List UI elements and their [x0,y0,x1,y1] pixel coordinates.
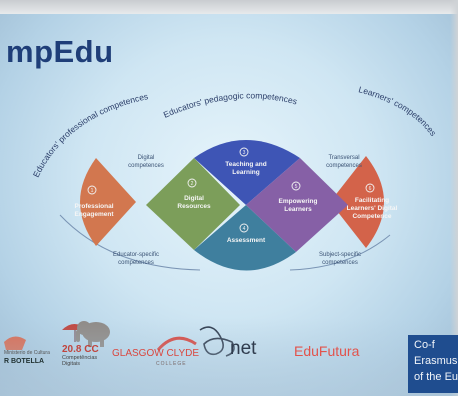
logo-2-mid: Competências [62,355,98,361]
area-teaching-learning [194,140,300,205]
net-logo-text: net [230,338,257,359]
area-label-3-line-2: Learning [232,169,259,176]
area-number-badge-1 [87,185,97,195]
eu-line-2: Erasmus [414,355,458,367]
logo-1-line-2: R BOTELLA [4,358,45,365]
edufutura-logo: EduFutura [294,343,360,359]
eu-cofunded-box: Co-f Erasmus of the Eu [408,335,458,393]
note-digital-competences-line-2: competences [128,163,164,169]
eu-line-1: Co-f [414,339,435,351]
note-subject-specific-line-1: Subject-specific [319,252,361,258]
logo-2-bot: Digitais [62,361,81,367]
area-number-badge-5 [291,181,301,191]
area-label-6-line-1: Facilitating [355,197,389,204]
area-empowering-learners [246,158,348,252]
note-digital-competences-line-1: Digital [138,155,155,161]
area-facilitating-learners [330,156,384,248]
logo-2-top: 20.8 CC [62,344,99,355]
area-number-badge-6 [365,183,375,193]
note-subject-specific-line-2: competences [322,260,358,266]
logo-strip [0,318,458,396]
area-label-2-line-2: Resources [177,203,211,210]
arc-line-bottom-right [289,234,391,271]
glasgow-logo-text: GLASGOW CLYDE [112,348,200,359]
slide-title: mpEdu [6,34,114,69]
area-label-5-line-1: Empowering [278,198,317,205]
arc-label-learners: Learners' competences [358,84,439,138]
screen-bezel-top [0,0,458,14]
area-number-badge-2 [187,178,197,188]
area-label-1-line-2: Engagement [74,211,114,218]
area-label-6-line-3: Competence [352,213,391,220]
note-educator-specific-line-2: competences [118,260,154,266]
glasgow-logo-sub: COLLEGE [156,361,187,367]
area-label-6-line-2: Learners' Digital [347,205,398,212]
eu-line-3: of the Eu [414,371,458,383]
area-assessment [194,205,296,271]
area-number-badge-3 [239,147,249,157]
area-digital-resources [146,158,240,250]
area-number-6: 6 [369,186,372,192]
logo-1-line-1: Ministerio de Cultura [4,350,50,356]
area-professional-engagement [80,158,136,246]
note-transversal-competences-line-2: competences [326,163,362,169]
area-number-4: 4 [243,226,246,232]
note-educator-specific-line-1: Educator-specific [113,252,159,258]
arc-line-bottom-left [59,214,201,271]
note-transversal-competences-line-1: Transversal [328,155,359,161]
area-label-3-line-1: Teaching and [225,161,266,168]
area-label-2-line-1: Digital [184,195,204,202]
area-number-5: 5 [295,184,298,190]
area-number-2: 2 [191,181,194,187]
area-label-5-line-2: Learners [284,206,312,213]
screen-bezel-right [450,0,458,396]
area-label-4-line-1: Assessment [227,237,266,244]
area-number-1: 1 [91,188,94,194]
area-number-badge-4 [239,223,249,233]
area-label-1-line-1: Professional [74,203,113,210]
arc-label-educators-pedagogic: Educators' pedagogic competences [162,90,298,119]
area-number-3: 3 [243,150,246,156]
